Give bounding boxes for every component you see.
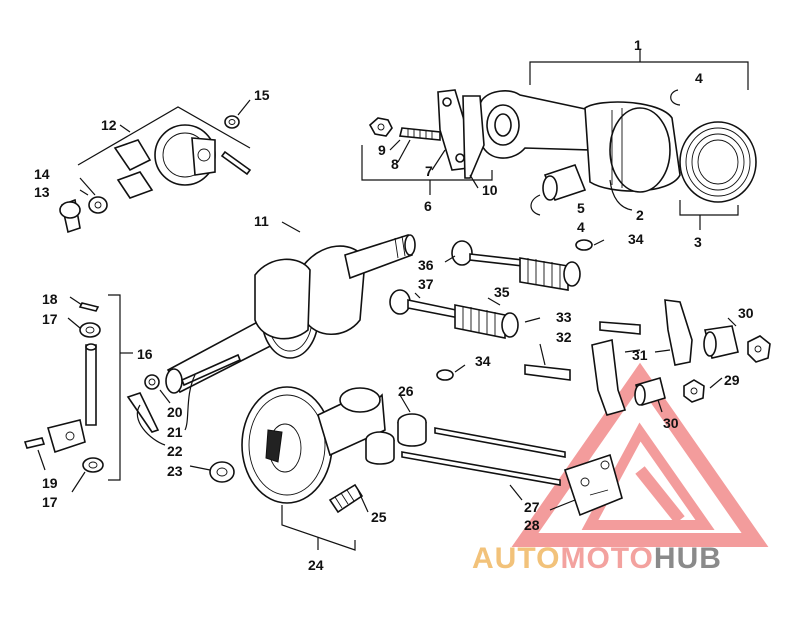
callout-31: 31 (632, 347, 648, 363)
callout-15: 15 (254, 87, 270, 103)
callout-2: 2 (636, 207, 644, 223)
callout-19: 19 (42, 475, 58, 491)
callout-27: 27 (524, 499, 540, 515)
callout-5: 5 (577, 200, 585, 216)
watermark-part-1: AUTO (472, 542, 560, 575)
crankshaft (165, 221, 416, 431)
callout-1: 1 (634, 37, 642, 53)
callout-28: 28 (524, 517, 540, 533)
svg-text:AUTOMOTOHUB: AUTOMOTOHUB (472, 542, 722, 575)
camshaft-assembly (241, 386, 386, 551)
callout-35: 35 (494, 284, 510, 300)
callout-34-top: 34 (628, 231, 644, 247)
callout-3: 3 (694, 234, 702, 250)
callout-37: 37 (418, 276, 434, 292)
callout-33: 33 (556, 309, 572, 325)
callout-9: 9 (378, 142, 386, 158)
governor-assembly (59, 99, 252, 234)
callout-36: 36 (418, 257, 434, 273)
callout-20: 20 (167, 404, 183, 420)
watermark-text: AUTOMOTOHUB (472, 542, 722, 575)
callout-labels: 1 2 3 4 4 5 6 7 8 9 10 11 12 13 14 15 16… (34, 37, 754, 573)
callout-32: 32 (556, 329, 572, 345)
callout-8: 8 (391, 156, 399, 172)
callout-25: 25 (371, 509, 387, 525)
callout-18: 18 (42, 291, 58, 307)
callout-24: 24 (308, 557, 324, 573)
callout-4-bottom: 4 (577, 219, 585, 235)
callout-6: 6 (424, 198, 432, 214)
callout-26: 26 (398, 383, 414, 399)
callout-29: 29 (724, 372, 740, 388)
callout-21: 21 (167, 424, 183, 440)
callout-30-lower: 30 (663, 415, 679, 431)
lifter-pushrod-assembly (365, 394, 623, 517)
watermark-part-3: HUB (654, 542, 722, 575)
callout-16: 16 (137, 346, 153, 362)
callout-14: 14 (34, 166, 50, 182)
callout-34-lower: 34 (475, 353, 491, 369)
rocker-arm-assembly (524, 299, 771, 416)
callout-30-right: 30 (738, 305, 754, 321)
callout-12: 12 (101, 117, 117, 133)
callout-13: 13 (34, 184, 50, 200)
governor-shaft-assembly (23, 294, 235, 493)
watermark-part-2: MOTO (560, 542, 653, 575)
callout-23: 23 (167, 463, 183, 479)
callout-17-top: 17 (42, 311, 58, 327)
piston-assembly (361, 50, 757, 230)
callout-7: 7 (425, 163, 433, 179)
valve-assembly (389, 239, 605, 381)
callout-17-bottom: 17 (42, 494, 58, 510)
callout-10: 10 (482, 182, 498, 198)
callout-11: 11 (254, 213, 269, 229)
callout-4-top: 4 (695, 70, 703, 86)
callout-22: 22 (167, 443, 183, 459)
